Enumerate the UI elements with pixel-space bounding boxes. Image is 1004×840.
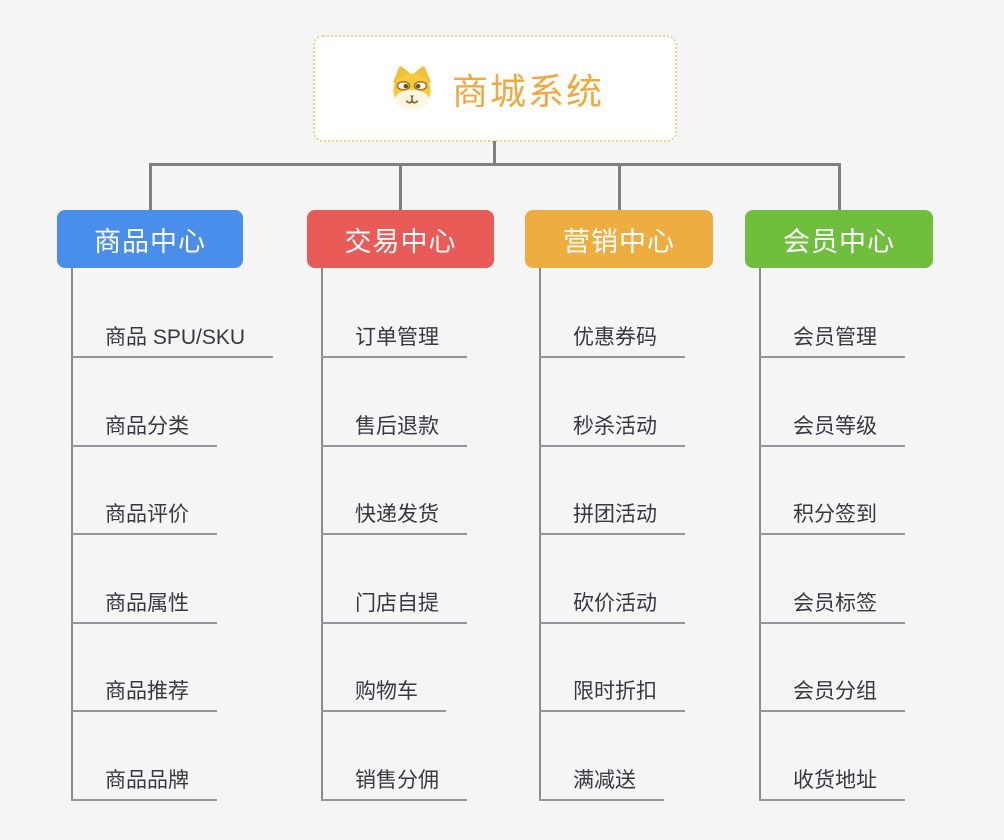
leaf-node[interactable]: 秒杀活动 [539, 412, 685, 447]
leaf-node[interactable]: 快递发货 [321, 500, 467, 536]
leaf-node[interactable]: 优惠券码 [539, 323, 685, 358]
branch-node[interactable]: 交易中心 [307, 210, 494, 268]
leaf-node[interactable]: 商品分类 [71, 412, 217, 447]
root-title: 商城系统 [451, 70, 604, 112]
connector-drop [399, 163, 402, 210]
leaf-node[interactable]: 商品推荐 [71, 677, 217, 713]
leaf-node[interactable]: 商品属性 [71, 589, 217, 624]
leaf-node[interactable]: 售后退款 [321, 412, 467, 447]
leaf-node[interactable]: 商品评价 [71, 500, 217, 536]
leaf-node[interactable]: 积分签到 [759, 500, 905, 536]
leaf-node[interactable]: 商品 SPU/SKU [71, 323, 274, 358]
leaf-node[interactable]: 购物车 [321, 677, 446, 713]
leaf-node[interactable]: 会员管理 [759, 323, 905, 358]
leaf-node[interactable]: 会员分组 [759, 677, 905, 713]
connector-drop [837, 163, 841, 210]
leaf-node[interactable]: 门店自提 [321, 589, 467, 624]
dog-face-icon [393, 65, 431, 109]
branch-node[interactable]: 营销中心 [525, 210, 713, 268]
branch-node[interactable]: 会员中心 [745, 210, 933, 268]
leaf-node[interactable]: 订单管理 [321, 323, 467, 358]
leaf-node[interactable]: 会员标签 [759, 589, 905, 624]
connector-drop [617, 163, 621, 210]
leaf-node[interactable]: 砍价活动 [539, 589, 685, 624]
branch-node[interactable]: 商品中心 [57, 210, 243, 268]
connector-horizontal [148, 163, 841, 166]
leaf-node[interactable]: 会员等级 [759, 412, 905, 447]
leaf-node[interactable]: 限时折扣 [539, 677, 685, 713]
leaf-node[interactable]: 商品品牌 [71, 766, 217, 801]
leaf-node[interactable]: 满减送 [539, 766, 664, 801]
leaf-node[interactable]: 收货地址 [759, 766, 905, 801]
connector-drop [148, 163, 152, 210]
leaf-node[interactable]: 拼团活动 [539, 500, 685, 536]
connector-root-vertical [493, 141, 496, 165]
root-node[interactable]: 商城系统 [313, 35, 677, 142]
leaf-node[interactable]: 销售分佣 [321, 766, 467, 801]
